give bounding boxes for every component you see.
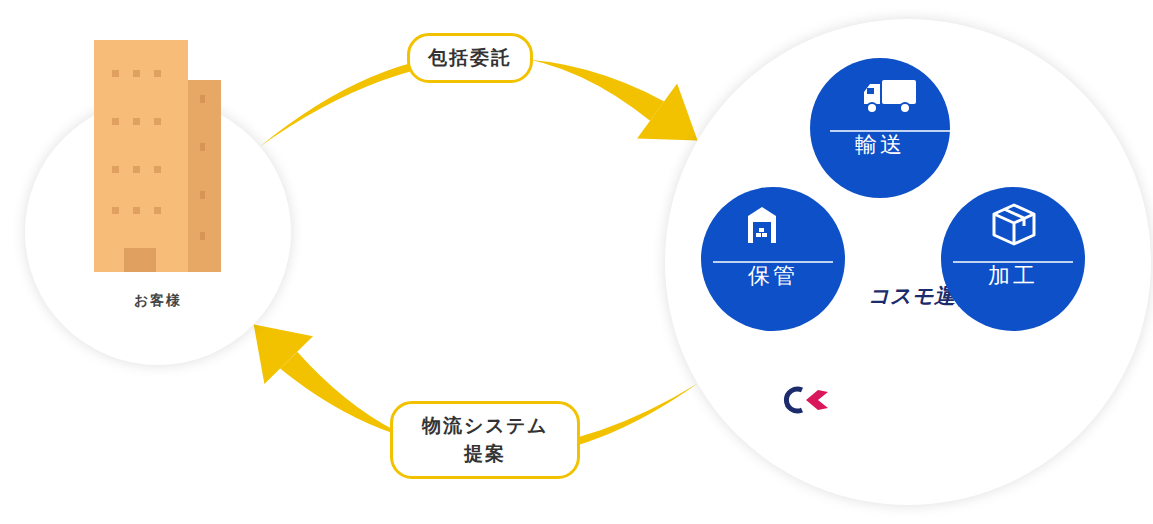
- arrow-head: [254, 324, 313, 384]
- node-label: 輸送: [855, 130, 905, 160]
- circle-node: 輸送: [810, 58, 950, 198]
- node-label: お客様: [134, 292, 182, 310]
- edge-label: 包括委託: [407, 33, 533, 83]
- circle-node: コスモ運輸輸送保管加工: [665, 19, 1151, 505]
- arrow-head: [637, 84, 697, 141]
- edge-label: 物流システム 提案: [390, 401, 580, 478]
- node-label: 加工: [988, 261, 1038, 291]
- circle-node: お客様: [25, 99, 291, 365]
- circle-node: 加工: [941, 187, 1085, 331]
- circle-node: 保管: [701, 187, 845, 331]
- node-label: 保管: [748, 261, 798, 291]
